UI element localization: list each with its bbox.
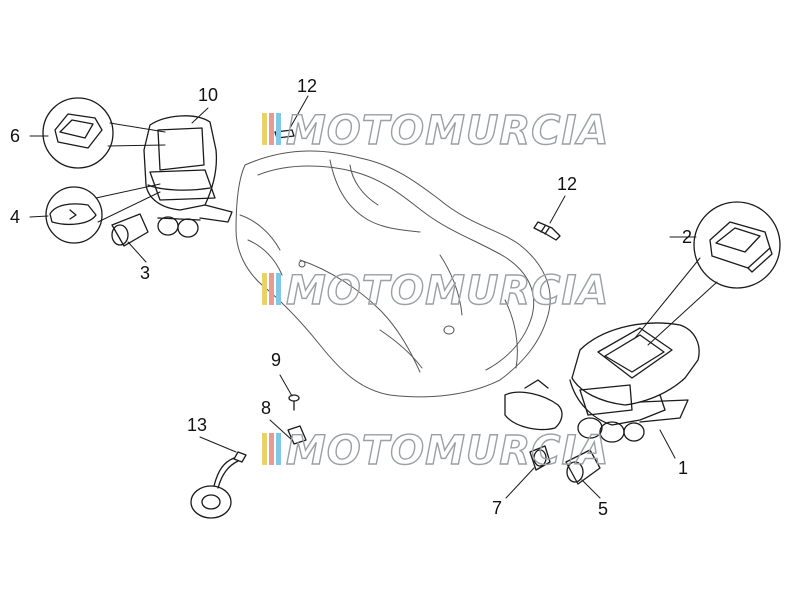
leader-lines <box>29 95 697 499</box>
watermark-text: MOTOMURCIA <box>286 268 609 314</box>
callout-4: 4 <box>10 207 20 227</box>
callout-12-middle: 12 <box>557 174 577 194</box>
switch-button-5 <box>565 449 601 485</box>
watermark-stripe <box>269 273 274 305</box>
callout-12-upper: 12 <box>297 76 317 96</box>
callout-2: 2 <box>682 227 692 247</box>
watermark-stripe <box>262 433 267 465</box>
callout-13: 13 <box>187 415 207 435</box>
watermark-stripe <box>262 113 267 145</box>
callout-3: 3 <box>140 263 150 283</box>
watermark-middle: MOTOMURCIA <box>262 267 609 315</box>
cable-13 <box>190 451 247 519</box>
watermark-text: MOTOMURCIA <box>286 108 609 154</box>
callout-8: 8 <box>261 398 271 418</box>
watermark-stripe <box>276 273 281 305</box>
detail-circle-6 <box>42 97 166 169</box>
callout-9: 9 <box>271 350 281 370</box>
callout-1: 1 <box>678 458 688 478</box>
watermark-stripe <box>269 113 274 145</box>
connector-7 <box>529 445 551 471</box>
detail-circle-4 <box>45 183 161 244</box>
switch-button-3 <box>111 213 149 247</box>
watermark-stripe <box>276 113 281 145</box>
watermark-bottom: MOTOMURCIA <box>262 427 609 475</box>
watermark-stripe <box>276 433 281 465</box>
watermark-text: MOTOMURCIA <box>286 428 609 474</box>
detail-circle-2 <box>634 201 781 346</box>
callout-6: 6 <box>10 126 20 146</box>
handlebar-cover <box>235 150 551 398</box>
callout-5: 5 <box>598 499 608 519</box>
callout-7: 7 <box>492 498 502 518</box>
watermark-stripe <box>269 433 274 465</box>
watermark-top: MOTOMURCIA <box>262 107 609 155</box>
callout-10: 10 <box>198 85 218 105</box>
watermark-stripe <box>262 273 267 305</box>
left-switch-housing <box>143 115 233 238</box>
screw-9 <box>288 394 300 411</box>
right-switch-housing <box>569 322 700 443</box>
bolt-12-middle <box>533 221 561 241</box>
callout-numbers: 1 2 3 4 5 6 7 8 9 10 12 12 13 <box>10 76 692 519</box>
lens-plate <box>504 379 563 431</box>
